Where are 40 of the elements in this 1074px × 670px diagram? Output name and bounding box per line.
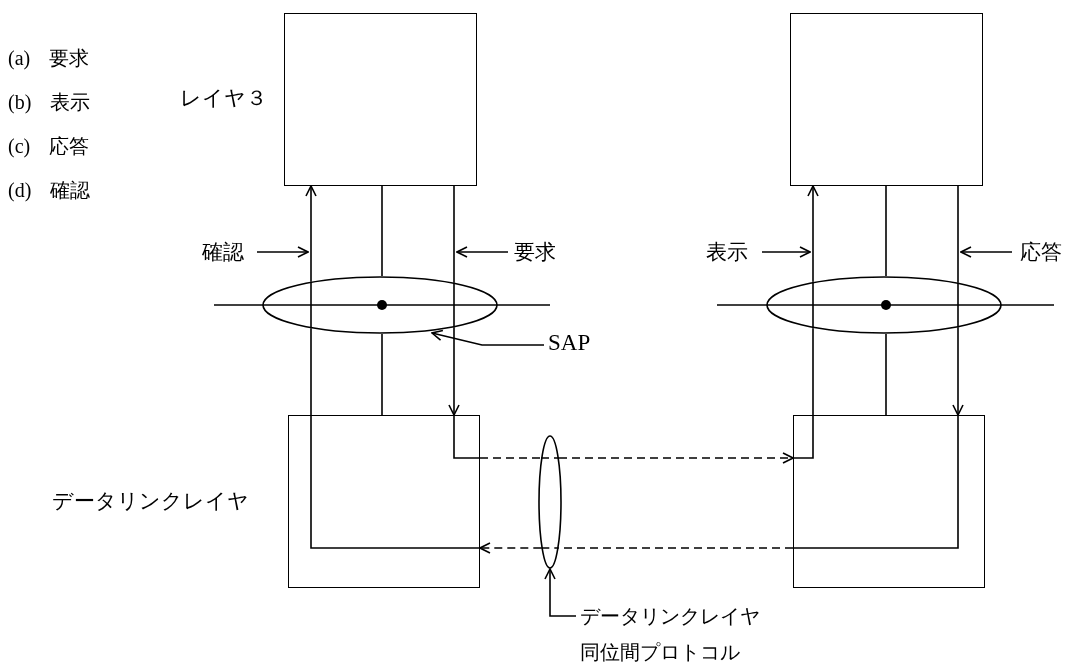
dashed-arrow	[479, 542, 543, 554]
leader-arrow	[456, 246, 509, 258]
connector-line	[792, 327, 814, 459]
connector-line	[381, 333, 383, 416]
layer-box	[793, 415, 985, 588]
leader-arrow	[761, 246, 811, 258]
connector-line	[453, 185, 455, 284]
arrow	[305, 185, 317, 283]
leader-arrow	[544, 568, 577, 617]
signal-label: 要求	[514, 239, 566, 265]
layer-box	[284, 13, 477, 186]
list-item: (b) 表示	[8, 90, 91, 115]
arrow	[807, 185, 819, 283]
sap-ellipse	[262, 276, 498, 334]
layer-box	[288, 415, 480, 588]
arrow	[448, 326, 460, 416]
sap-ellipse	[766, 276, 1002, 334]
layer-label: データリンクレイヤ	[52, 488, 249, 514]
leader-arrow	[256, 246, 309, 258]
leader-arrow	[960, 246, 1013, 258]
signal-label: 表示	[706, 239, 758, 265]
leader-arrow	[431, 329, 545, 346]
dashed-arrow	[558, 452, 794, 464]
connector-line	[885, 185, 887, 277]
connector-line	[885, 333, 887, 416]
connector-line	[381, 185, 383, 277]
dashed-line	[479, 457, 542, 459]
layer-box	[790, 13, 983, 186]
layer-label: レイヤ３	[180, 85, 267, 111]
sap-label: SAP	[548, 330, 608, 356]
list-item: (a) 要求	[8, 46, 90, 71]
arrow	[952, 326, 964, 416]
list-item: (d) 確認	[8, 178, 91, 203]
protocol-label: データリンクレイヤ同位間プロトコル	[580, 598, 765, 670]
connector-line	[957, 185, 959, 284]
connector-line	[310, 327, 481, 549]
list-item: (c) 応答	[8, 134, 90, 159]
protocol-ellipse	[538, 435, 562, 569]
signal-label: 応答	[1020, 239, 1072, 265]
signal-label: 確認	[202, 239, 254, 265]
